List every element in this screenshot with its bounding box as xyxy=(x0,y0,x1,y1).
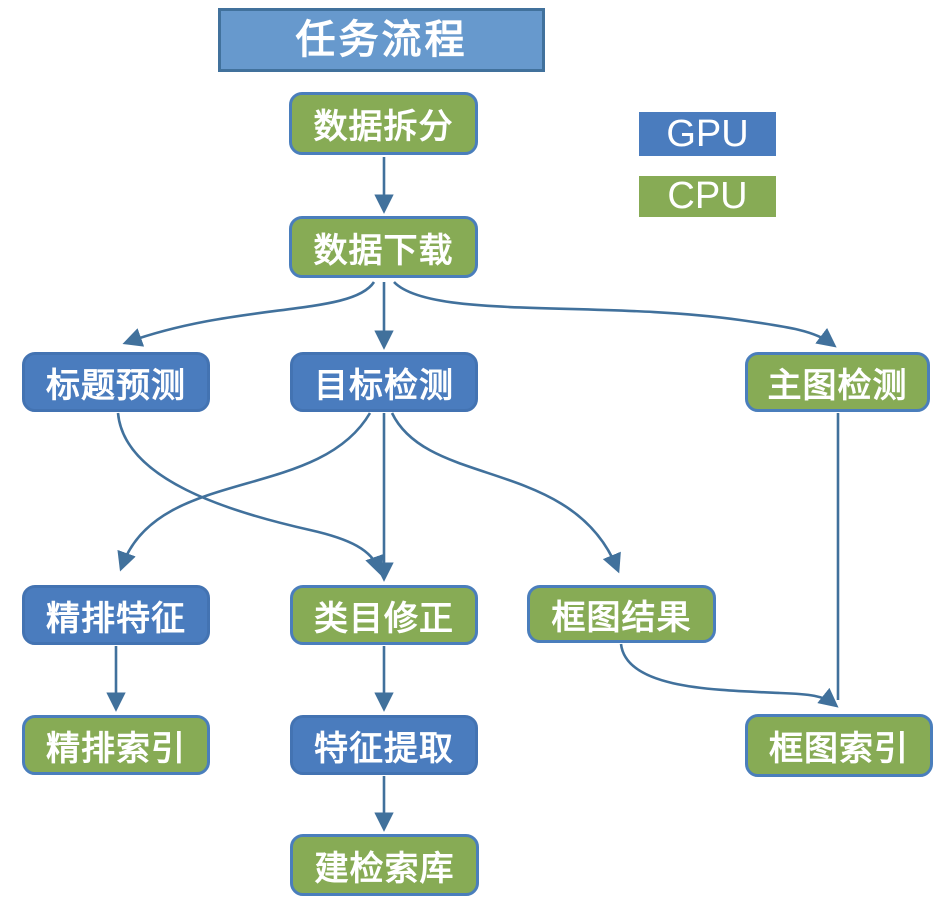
node-target-detect: 目标检测 xyxy=(290,352,478,412)
node-feature-extract: 特征提取 xyxy=(290,715,478,775)
node-build-retrieval-db: 建检索库 xyxy=(290,834,479,896)
node-box-index: 框图索引 xyxy=(745,714,933,777)
legend-gpu: GPU xyxy=(639,112,776,156)
node-main-image-detect: 主图检测 xyxy=(745,352,930,412)
edge-data-download-to-main-image-detect xyxy=(393,281,837,348)
edge-box-result-to-box-index xyxy=(619,643,839,708)
node-box-result: 框图结果 xyxy=(527,585,716,643)
legend-cpu: CPU xyxy=(639,175,776,217)
edge-title-predict-to-category-fix xyxy=(116,412,384,576)
node-data-split: 数据拆分 xyxy=(289,92,478,155)
edge-target-detect-to-fine-rank-feature xyxy=(117,412,372,572)
edge-target-detect-to-box-result xyxy=(390,412,621,574)
node-fine-rank-index: 精排索引 xyxy=(22,715,210,775)
node-category-fix: 类目修正 xyxy=(290,585,478,645)
node-data-download: 数据下载 xyxy=(289,216,478,278)
node-title-predict: 标题预测 xyxy=(22,352,210,412)
edge-data-download-to-title-predict xyxy=(122,281,376,347)
node-fine-rank-feature: 精排特征 xyxy=(22,585,210,645)
diagram-title: 任务流程 xyxy=(218,8,545,72)
